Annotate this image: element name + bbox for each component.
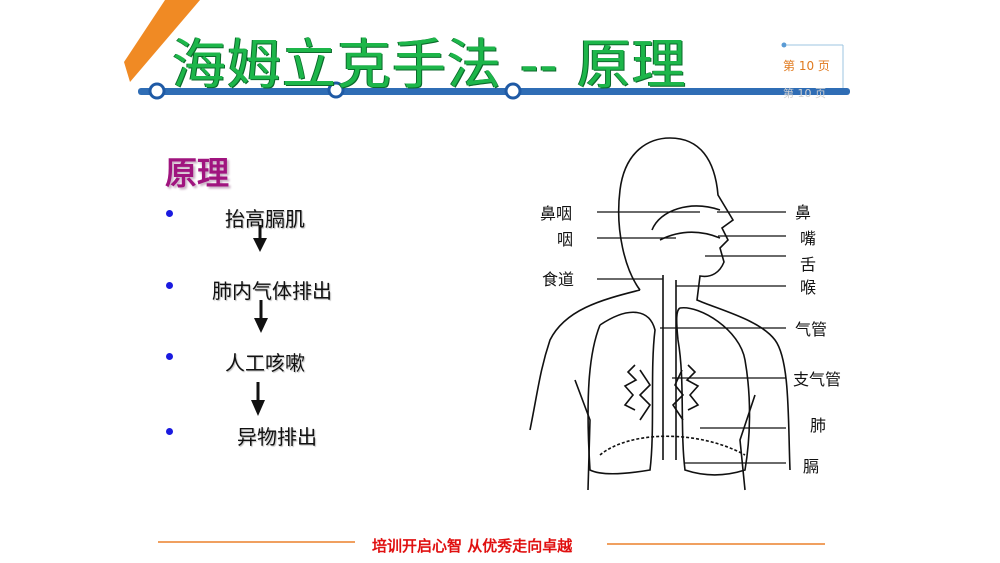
label-trachea: 气管: [795, 320, 827, 339]
label-tongue: 舌: [800, 255, 816, 274]
label-bronchus: 支气管: [793, 370, 841, 389]
footer-divider-left: [158, 541, 355, 543]
step-item: 抬高膈肌: [225, 207, 305, 231]
step-item: 异物排出: [237, 425, 317, 449]
header-decoration: [124, 0, 850, 100]
step-item: 人工咳嗽: [225, 351, 305, 375]
header-bar: [138, 88, 850, 95]
label-mouth: 嘴: [800, 229, 816, 248]
section-title: 原理: [165, 154, 230, 192]
page-indicator: 第 10 页: [783, 59, 830, 73]
bar-node-icon: [148, 82, 166, 100]
footer-slogan: 培训开启心智 从优秀走向卓越: [372, 537, 573, 555]
step-item: 肺内气体排出: [212, 279, 332, 303]
bullet-icon: [166, 353, 173, 360]
body-outline: [529, 137, 791, 491]
label-diaphragm: 膈: [803, 457, 819, 476]
page-indicator-reflection: 第 10 页: [783, 87, 826, 100]
bar-node-icon: [327, 81, 345, 99]
label-leader-lines: [597, 211, 786, 464]
label-lung: 肺: [810, 416, 826, 435]
page-title: 海姆立克手法 -- 原理: [172, 33, 687, 96]
footer-divider-right: [607, 543, 825, 545]
bar-node-icon: [504, 82, 522, 100]
arrow-down-icon: [251, 382, 265, 416]
orange-ribbon: [124, 0, 200, 82]
arrow-down-icon: [254, 300, 268, 333]
label-larynx: 喉: [800, 278, 816, 297]
arrow-down-icon: [253, 225, 267, 252]
label-esophagus: 食道: [542, 270, 574, 289]
label-nose: 鼻: [795, 203, 811, 222]
label-nasopharynx: 鼻咽: [540, 204, 572, 223]
bullet-icon: [166, 282, 173, 289]
bullet-icon: [166, 428, 173, 435]
bullet-icon: [166, 210, 173, 217]
label-pharynx: 咽: [557, 230, 573, 249]
page-marker-dot-icon: [781, 42, 787, 48]
